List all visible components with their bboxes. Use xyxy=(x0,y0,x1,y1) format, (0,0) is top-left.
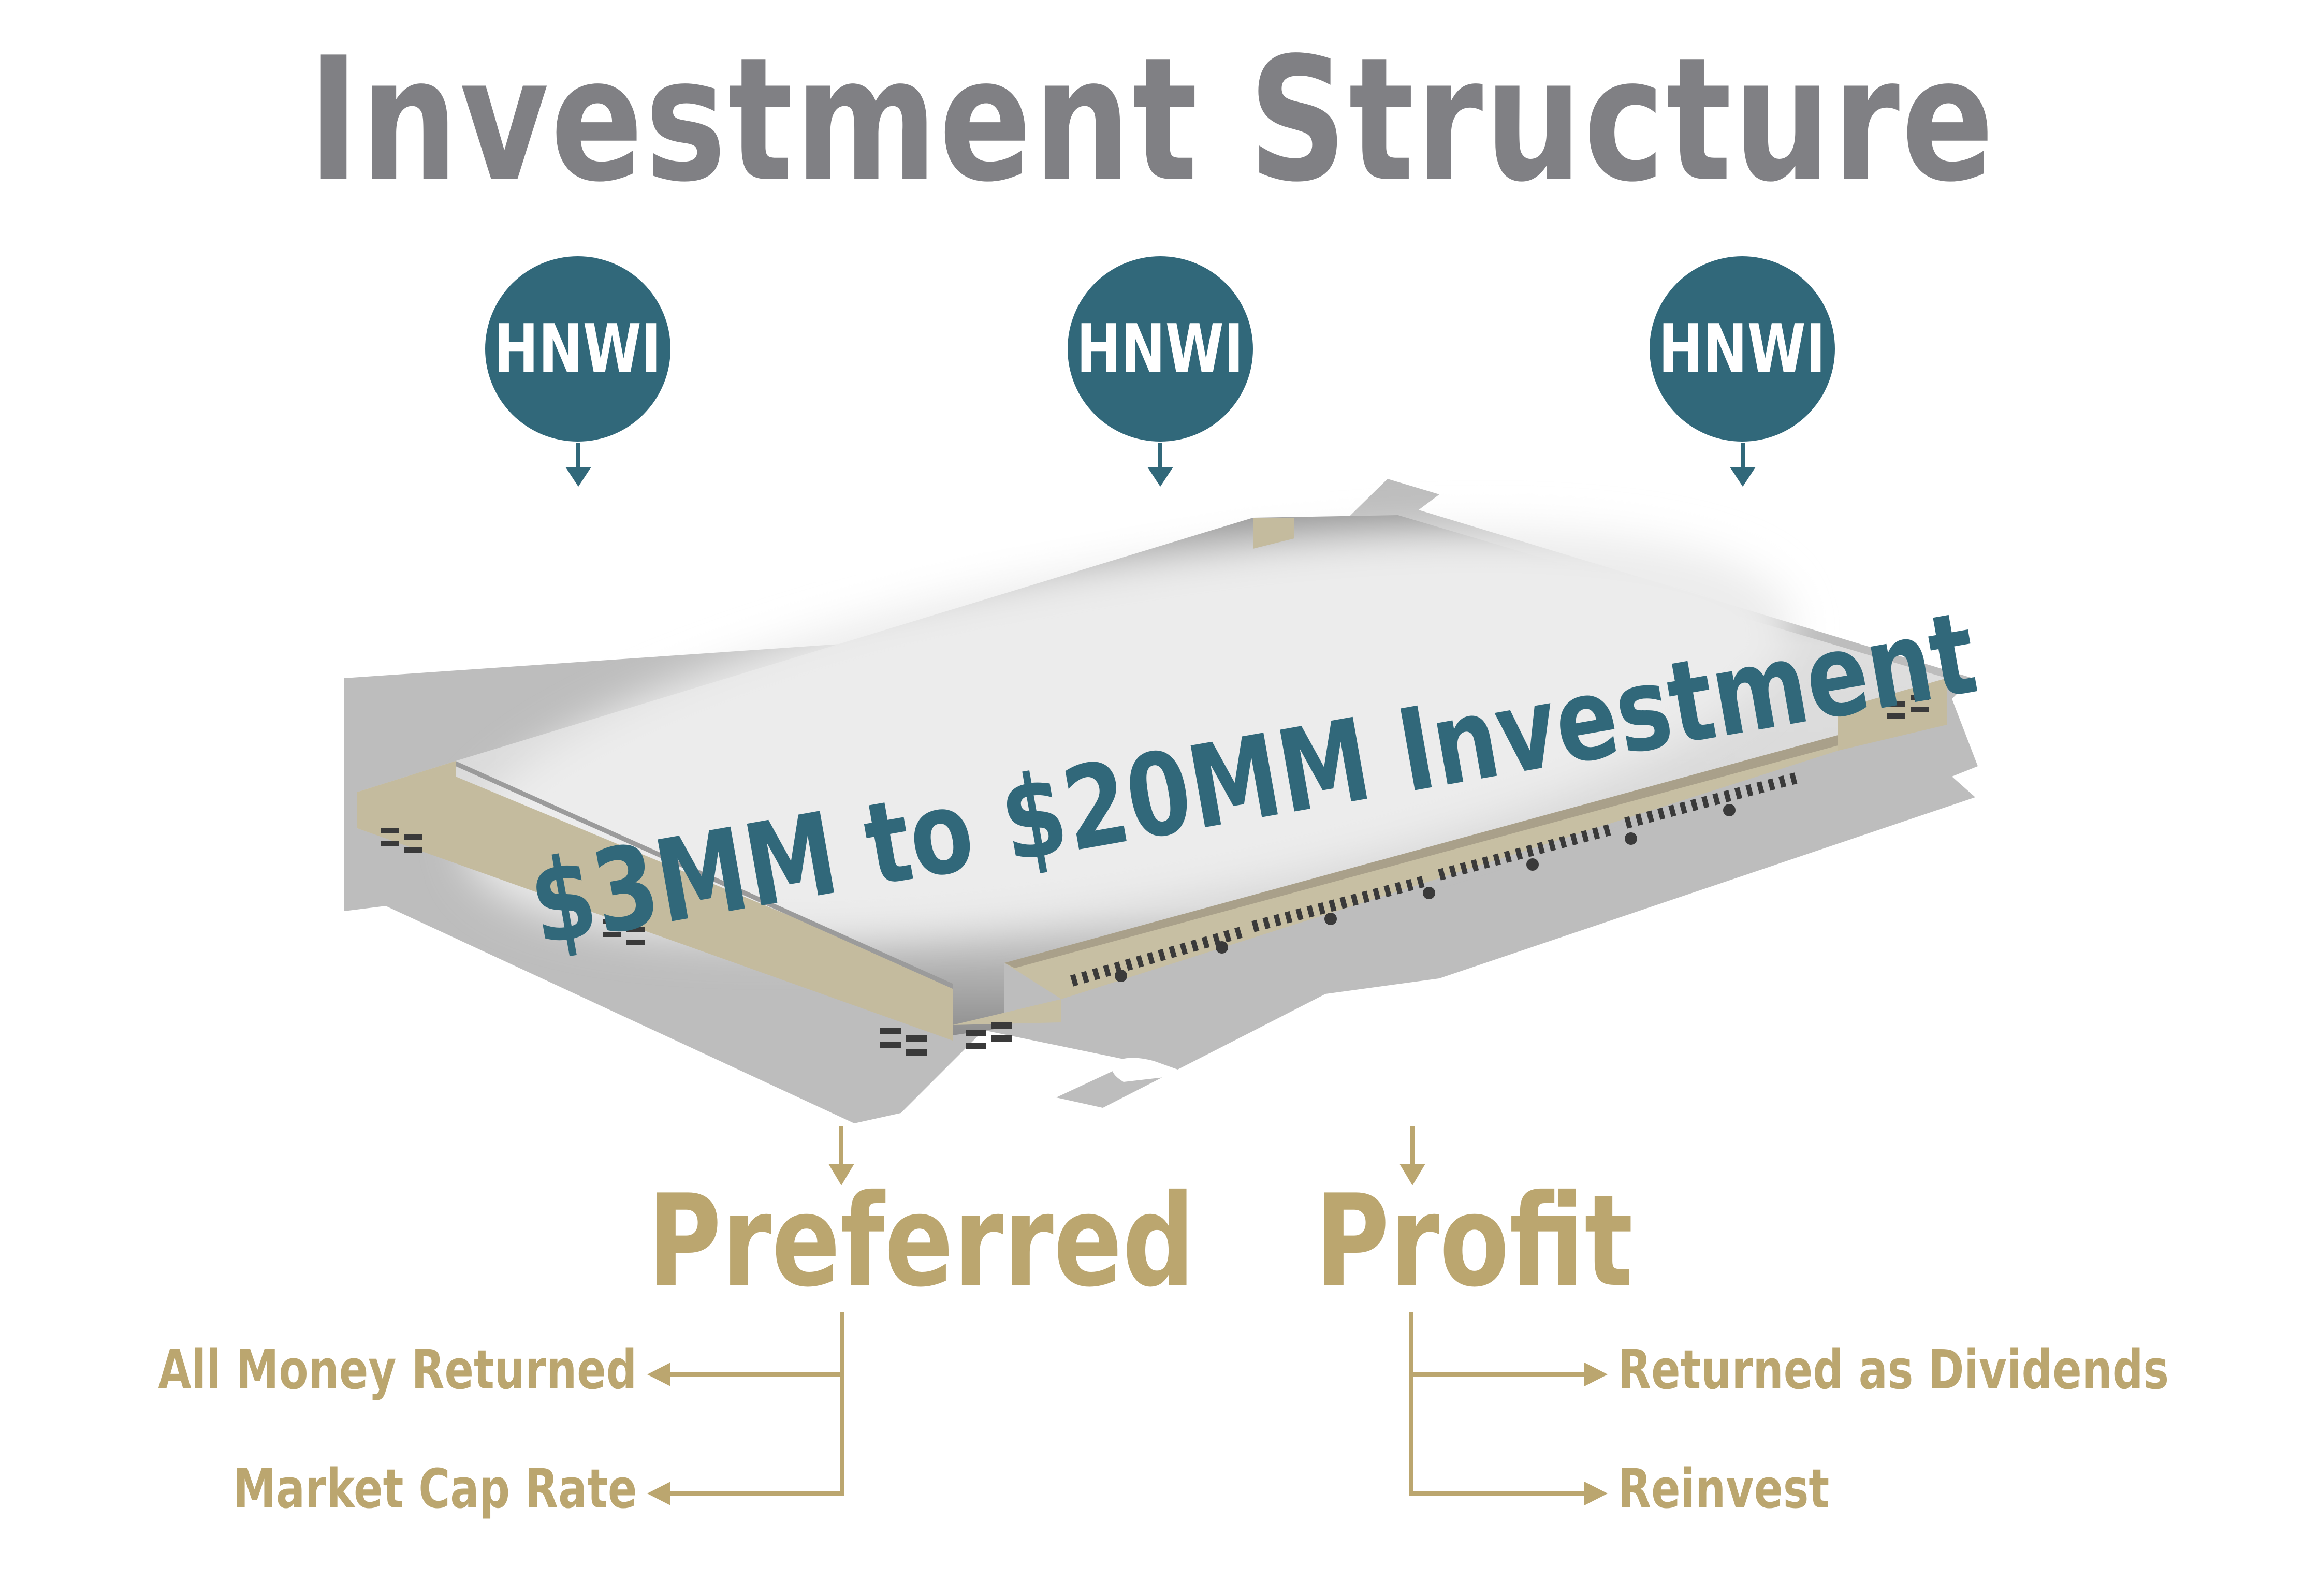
facade-front-left xyxy=(357,761,953,1041)
warehouse-illustration xyxy=(344,479,1978,1123)
investor-label: HNWI xyxy=(1658,310,1826,388)
roof-edge-left xyxy=(456,761,953,989)
investor-label: HNWI xyxy=(1076,310,1244,388)
profit-connectors xyxy=(1409,1312,1587,1496)
roof-highlight xyxy=(465,530,1792,940)
profit-arrowheads xyxy=(1584,1363,1608,1505)
profit-outcome-returned-as-dividends: Returned as Dividends xyxy=(1618,1338,2169,1401)
facade-edge xyxy=(1004,735,1838,968)
preferred-outcome-all-money-returned: All Money Returned xyxy=(158,1338,637,1401)
preferred-outcome-market-cap-rate: Market Cap Rate xyxy=(232,1457,637,1520)
profit-heading: Profit xyxy=(1315,1167,1633,1315)
investor-node-2: HNWI xyxy=(1068,256,1253,442)
investor-arrows xyxy=(565,443,1756,487)
preferred-heading: Preferred xyxy=(647,1167,1195,1315)
preferred-connectors xyxy=(668,1312,844,1496)
page-title: Investment Structure xyxy=(308,21,1996,219)
branch-arrows xyxy=(828,1126,1425,1185)
investor-node-3: HNWI xyxy=(1650,256,1835,442)
investor-arrowhead-2 xyxy=(1147,467,1173,487)
investor-arrowhead-1 xyxy=(565,467,591,487)
preferred-arrowheads xyxy=(647,1363,670,1505)
investor-node-1: HNWI xyxy=(485,256,670,442)
investor-arrowhead-3 xyxy=(1730,467,1756,487)
investor-label: HNWI xyxy=(494,310,662,388)
dock-bumpers xyxy=(1115,804,1736,982)
profit-outcome-reinvest: Reinvest xyxy=(1618,1457,1830,1520)
loading-docks xyxy=(1070,771,1803,987)
parking-island xyxy=(1112,1058,1191,1082)
facade-back-step xyxy=(1253,518,1294,549)
warehouse-windows xyxy=(381,695,1929,1056)
